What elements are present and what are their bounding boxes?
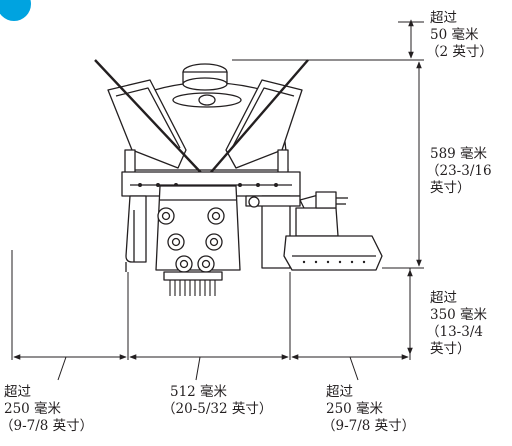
step-badge xyxy=(0,0,31,21)
right-clearance-line2: 250 毫米 xyxy=(326,401,384,417)
height-line3: 英寸） xyxy=(430,180,471,196)
dimension-lines xyxy=(11,19,424,381)
height-line1: 589 毫米 xyxy=(430,146,488,162)
bottom-clearance-line2: 350 毫米 xyxy=(430,307,488,323)
bottom-clearance-label: 超过 350 毫米 （13-3/4 英寸） xyxy=(426,290,488,358)
top-clearance-line2: 50 毫米 xyxy=(430,27,479,43)
right-clearance-line3: （9-7/8 英寸） xyxy=(322,418,416,434)
left-clearance-label: 超过 250 毫米 （9-7/8 英寸） xyxy=(0,384,93,435)
top-clearance-line3: （2 英寸） xyxy=(426,44,493,60)
embroidery-machine-illustration xyxy=(94,59,383,296)
top-clearance-line1: 超过 xyxy=(430,10,457,26)
left-clearance-line2: 250 毫米 xyxy=(4,401,62,417)
top-clearance-label: 超过 50 毫米 （2 英寸） xyxy=(426,10,493,61)
bottom-clearance-line3: （13-3/4 xyxy=(426,324,483,340)
left-clearance-line1: 超过 xyxy=(4,384,31,400)
height-line2: （23-3/16 xyxy=(426,163,492,179)
width-line2: （20-5/32 英寸） xyxy=(162,401,273,417)
height-label: 589 毫米 （23-3/16 英寸） xyxy=(426,146,492,197)
right-clearance-line1: 超过 xyxy=(326,384,353,400)
width-label: 512 毫米 （20-5/32 英寸） xyxy=(162,384,272,418)
left-clearance-line3: （9-7/8 英寸） xyxy=(0,418,94,434)
bottom-clearance-line1: 超过 xyxy=(430,290,457,306)
width-line1: 512 毫米 xyxy=(170,384,228,400)
bottom-clearance-line4: 英寸） xyxy=(430,341,471,357)
right-clearance-label: 超过 250 毫米 （9-7/8 英寸） xyxy=(322,384,415,435)
